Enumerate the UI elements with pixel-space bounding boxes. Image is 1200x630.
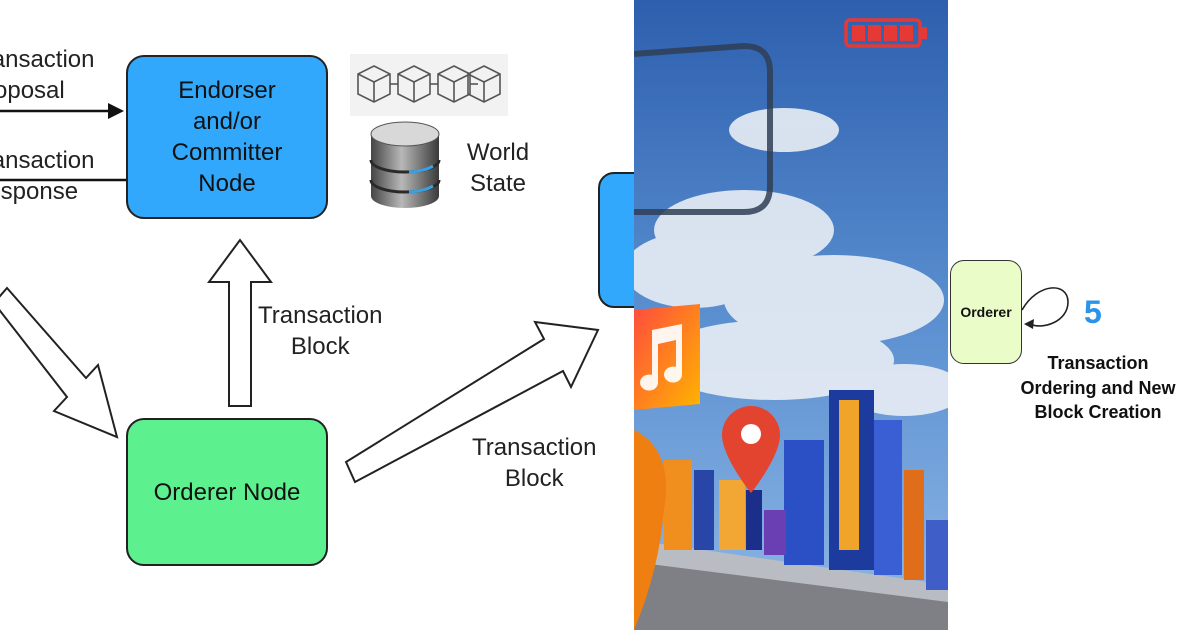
orderer-node: Orderer Node bbox=[126, 418, 328, 566]
proposal-line-1: Transaction bbox=[0, 46, 95, 73]
diagram-connectors bbox=[0, 103, 600, 484]
caption-line-2: Ordering and New bbox=[1020, 377, 1176, 398]
music-note-icon bbox=[634, 304, 700, 410]
response-line-2: Response bbox=[0, 178, 79, 205]
hollow-arrow-right bbox=[344, 320, 600, 484]
city-sky-scene bbox=[634, 0, 948, 630]
step-caption: Transaction Ordering and New Block Creat… bbox=[1018, 351, 1178, 425]
block-right-line-1: Transaction bbox=[472, 434, 597, 461]
hollow-arrow-to-orderer bbox=[0, 286, 119, 439]
orderer-box: Orderer bbox=[950, 260, 1022, 364]
battery-icon bbox=[844, 18, 927, 48]
blockchain-blocks-icon bbox=[350, 54, 508, 116]
proposal-arrow bbox=[0, 103, 124, 119]
response-line-1: Transaction bbox=[0, 147, 95, 174]
endorser-line-2: and/or bbox=[192, 108, 262, 135]
transaction-response-label: Transaction Response bbox=[0, 145, 95, 207]
block-up-line-2: Block bbox=[290, 333, 350, 360]
caption-line-1: Transaction bbox=[1047, 353, 1149, 373]
caption-line-3: Block Creation bbox=[1034, 402, 1162, 422]
endorser-committer-node: Endorser and/or Committer Node bbox=[126, 55, 328, 219]
flow-diagram-panel: Endorser and/or Committer Node Orderer N… bbox=[0, 44, 634, 566]
transaction-block-label-right: Transaction Block bbox=[472, 432, 597, 494]
block-right-line-2: Block bbox=[504, 465, 564, 492]
world-state-line-2: State bbox=[469, 170, 527, 197]
step-number: 5 bbox=[1084, 294, 1102, 330]
world-state-label: World State bbox=[462, 137, 534, 199]
transaction-proposal-label: Transaction Proposal bbox=[0, 44, 95, 106]
peer-node-partial bbox=[598, 172, 634, 308]
orderer-node-label: Orderer Node bbox=[153, 478, 301, 506]
database-icon bbox=[369, 121, 441, 208]
endorser-line-4: Node bbox=[198, 170, 256, 197]
endorser-line-3: Committer bbox=[171, 139, 283, 166]
orderer-box-label: Orderer bbox=[960, 304, 1012, 320]
proposal-line-2: Proposal bbox=[0, 77, 65, 104]
self-loop-arrow bbox=[1021, 287, 1069, 329]
hollow-arrow-up bbox=[207, 238, 273, 407]
world-state-line-1: World bbox=[466, 139, 530, 166]
endorser-line-1: Endorser bbox=[178, 77, 276, 104]
ar-photo-panel bbox=[634, 0, 948, 630]
transaction-block-label-up: Transaction Block bbox=[258, 300, 383, 362]
location-pin-icon bbox=[722, 406, 780, 493]
ar-frame bbox=[634, 42, 773, 215]
block-up-line-1: Transaction bbox=[258, 302, 383, 329]
